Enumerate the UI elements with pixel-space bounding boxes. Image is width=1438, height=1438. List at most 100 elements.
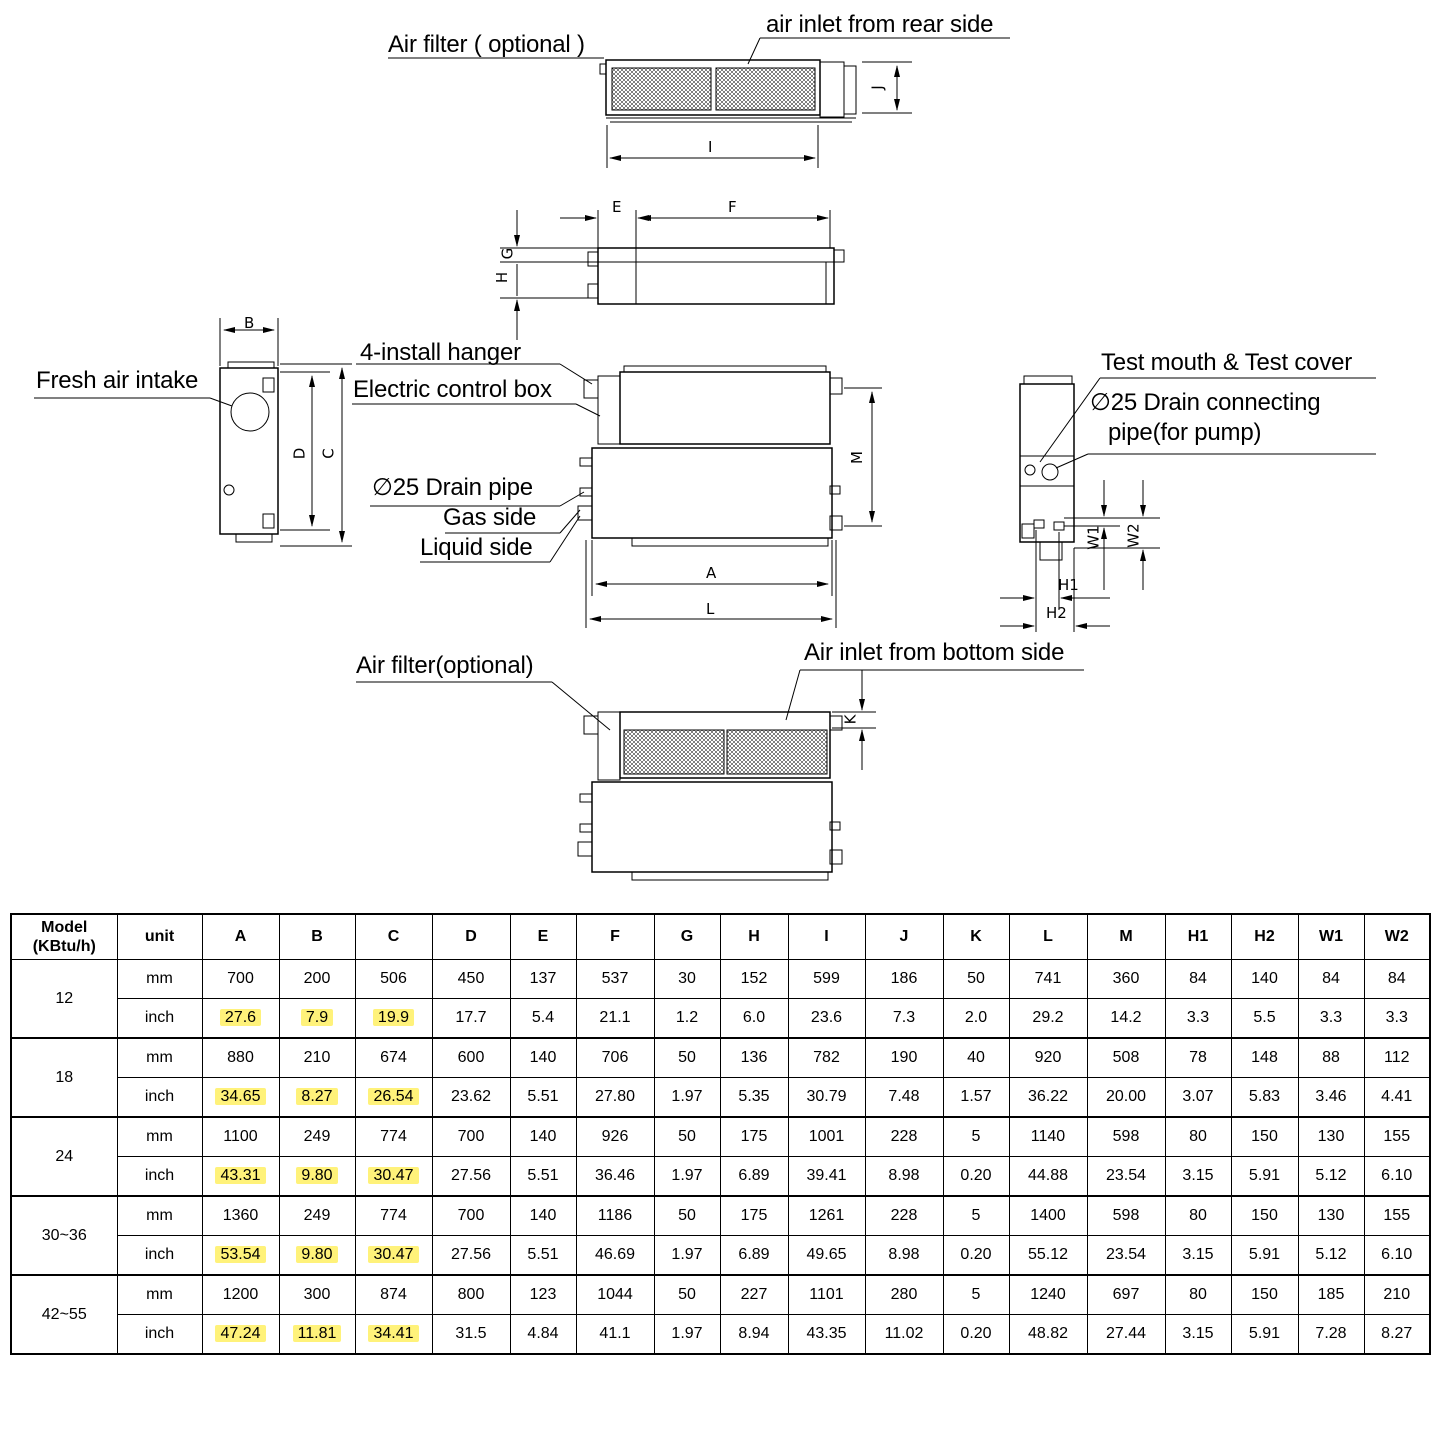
header-col: H2 [1230, 913, 1299, 960]
dim-letter-h: H [493, 271, 512, 284]
value-cell: 3.46 [1297, 1077, 1365, 1118]
unit-cell: mm [116, 1274, 203, 1315]
value-cell: 4.41 [1363, 1077, 1431, 1118]
value-cell: 700 [201, 959, 280, 999]
value-cell: 80 [1164, 1195, 1232, 1236]
value-cell: 697 [1086, 1274, 1166, 1315]
value-cell: 228 [864, 1195, 944, 1236]
value-cell: 674 [354, 1037, 433, 1078]
highlighted-value: 30.47 [368, 1246, 419, 1263]
highlighted-value: 8.27 [296, 1088, 338, 1105]
highlighted-value: 34.41 [368, 1325, 419, 1342]
header-model: Model (KBtu/h) [10, 913, 118, 960]
header-col: B [278, 913, 356, 960]
air-filter-label-top: Air filter ( optional ) [388, 31, 585, 58]
value-cell: 537 [575, 959, 655, 999]
value-cell: 800 [431, 1274, 511, 1315]
value-cell: 27.56 [431, 1156, 511, 1197]
value-cell: 140 [509, 1195, 577, 1236]
value-cell: 5.35 [719, 1077, 789, 1118]
value-cell: 1200 [201, 1274, 280, 1315]
value-cell: 0.20 [942, 1235, 1010, 1276]
value-cell: 46.69 [575, 1235, 655, 1276]
value-cell: 228 [864, 1116, 944, 1157]
value-cell: 50 [942, 959, 1010, 999]
value-cell: 5.12 [1297, 1235, 1365, 1276]
value-cell: 27.6 [201, 998, 280, 1039]
value-cell: 8.27 [278, 1077, 356, 1118]
value-cell: 30 [653, 959, 721, 999]
test-mouth-label: Test mouth & Test cover [1101, 349, 1353, 376]
value-cell: 1400 [1008, 1195, 1088, 1236]
technical-drawing [34, 37, 1376, 881]
value-cell: 0.20 [942, 1156, 1010, 1197]
value-cell: 3.3 [1297, 998, 1365, 1039]
value-cell: 30.79 [787, 1077, 866, 1118]
value-cell: 1186 [575, 1195, 655, 1236]
dimension-table: Model (KBtu/h) unit A B C D E F G H I J … [10, 913, 1431, 1355]
end-view-left [34, 318, 352, 547]
model-cell: 42~55 [10, 1274, 118, 1355]
highlighted-value: 19.9 [372, 1009, 415, 1026]
highlighted-value: 47.24 [215, 1325, 266, 1342]
fresh-air-intake-label: Fresh air intake [36, 367, 199, 394]
value-cell: 50 [653, 1037, 721, 1078]
value-cell: 3.3 [1363, 998, 1431, 1039]
value-cell: 506 [354, 959, 433, 999]
value-cell: 5.5 [1230, 998, 1299, 1039]
highlighted-value: 53.54 [215, 1246, 266, 1263]
value-cell: 29.2 [1008, 998, 1088, 1039]
value-cell: 598 [1086, 1116, 1166, 1157]
dim-letter-i: I [708, 138, 713, 156]
highlighted-value: 27.6 [219, 1009, 262, 1026]
unit-cell: inch [116, 1156, 203, 1197]
unit-cell: mm [116, 959, 203, 999]
value-cell: 14.2 [1086, 998, 1166, 1039]
value-cell: 19.9 [354, 998, 433, 1039]
value-cell: 6.10 [1363, 1156, 1431, 1197]
value-cell: 5.91 [1230, 1235, 1299, 1276]
bottom-inlet-view [356, 669, 1084, 881]
value-cell: 137 [509, 959, 577, 999]
highlighted-value: 34.65 [215, 1088, 266, 1105]
value-cell: 1.57 [942, 1077, 1010, 1118]
value-cell: 1360 [201, 1195, 280, 1236]
value-cell: 175 [719, 1195, 789, 1236]
electric-control-box-label: Electric control box [353, 376, 552, 403]
value-cell: 5.83 [1230, 1077, 1299, 1118]
value-cell: 700 [431, 1195, 511, 1236]
value-cell: 249 [278, 1116, 356, 1157]
drain-connecting-label-line1: ∅25 Drain connecting [1090, 389, 1321, 416]
value-cell: 190 [864, 1037, 944, 1078]
dim-letter-h2: H2 [1046, 604, 1067, 622]
value-cell: 11.81 [278, 1314, 356, 1355]
value-cell: 1240 [1008, 1274, 1088, 1315]
header-col: F [575, 913, 655, 960]
dim-letter-f: F [728, 198, 737, 216]
value-cell: 450 [431, 959, 511, 999]
value-cell: 926 [575, 1116, 655, 1157]
drain-connecting-label-line2: pipe(for pump) [1108, 419, 1262, 446]
dim-letter-e: E [612, 198, 622, 216]
value-cell: 706 [575, 1037, 655, 1078]
value-cell: 3.15 [1164, 1156, 1232, 1197]
value-cell: 136 [719, 1037, 789, 1078]
value-cell: 23.62 [431, 1077, 511, 1118]
value-cell: 34.65 [201, 1077, 280, 1118]
value-cell: 11.02 [864, 1314, 944, 1355]
value-cell: 3.15 [1164, 1314, 1232, 1355]
highlighted-value: 43.31 [215, 1167, 266, 1184]
side-elevation-view [500, 210, 845, 340]
value-cell: 1.97 [653, 1314, 721, 1355]
value-cell: 200 [278, 959, 356, 999]
value-cell: 84 [1297, 959, 1365, 999]
value-cell: 20.00 [1086, 1077, 1166, 1118]
value-cell: 774 [354, 1116, 433, 1157]
value-cell: 508 [1086, 1037, 1166, 1078]
value-cell: 152 [719, 959, 789, 999]
end-view-right [1000, 375, 1376, 632]
